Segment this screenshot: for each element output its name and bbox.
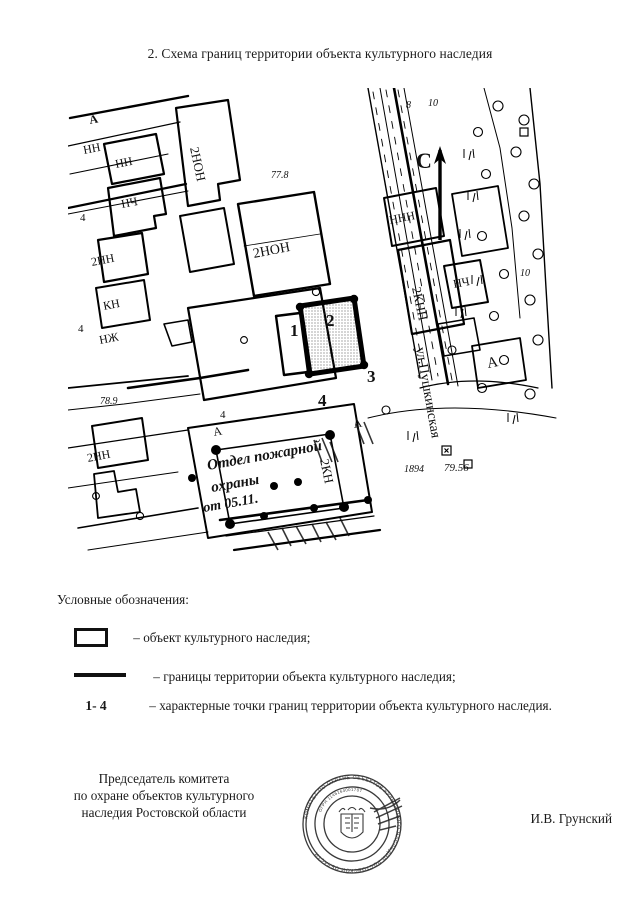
building-label-a2: А [486, 354, 500, 372]
edge-number-4a: 4 [80, 212, 86, 224]
signatory-role-line-3: наследия Ростовской области [81, 805, 247, 820]
tree-symbols [92, 100, 544, 521]
building-label-kn: КН [102, 296, 121, 313]
handwriting-line-3: от 05.11. [202, 492, 259, 516]
building-label-nj: НЖ [98, 329, 120, 346]
signatory-role-line-2: по охране объектов культурного [73, 788, 255, 803]
survey-points [188, 430, 372, 529]
elevation-79-56: 79.56 [444, 462, 469, 474]
elevation-78-9: 78.9 [100, 396, 118, 407]
point-label-2: 2 [326, 311, 335, 330]
building-label-2khn: 2КН [317, 458, 337, 485]
building-label-2hh2: 2НН [86, 447, 112, 465]
point-label-1: 1 [290, 321, 299, 340]
point-label-4: 4 [318, 391, 327, 410]
building-label-hch2: НЧ [452, 274, 471, 291]
signatory-role: Председатель комитета по охране объектов… [34, 770, 294, 821]
edge-number-4b: 4 [78, 323, 84, 335]
boundary-vertices [295, 294, 369, 379]
building-label-hh2: НН [114, 154, 134, 171]
handwriting-scribble [267, 421, 374, 551]
edge-number-4c: 4 [220, 409, 226, 421]
cadastral-map: С 1 2 3 4 77.8 78.9 79.56 1894 8 10 10 4… [68, 88, 558, 558]
building-label-hh1: НН [82, 140, 102, 157]
building-label-2khh: 2КНН [409, 286, 431, 322]
compass-north-label: С [416, 148, 432, 173]
building-label-a4: А [352, 415, 364, 430]
edge-number-10b: 10 [520, 268, 530, 279]
building-label-hhh: ННН [388, 208, 417, 227]
legend-item-heritage-object: – объект культурного наследия; [74, 628, 310, 647]
legend-item-characteristic-points: 1- 4 – характерные точки границ территор… [70, 697, 552, 714]
characteristic-points-symbol: 1- 4 [85, 697, 107, 713]
year-1894: 1894 [404, 464, 424, 475]
point-label-3: 3 [367, 367, 376, 386]
heritage-object-symbol-icon [74, 628, 108, 647]
boundary-line-symbol-icon [74, 673, 126, 678]
signatory-role-line-1: Председатель комитета [98, 771, 230, 786]
building-label-a1: А [88, 111, 100, 126]
compass-rose [434, 146, 446, 240]
legend-item-characteristic-points-label: – характерные точки границ территории об… [149, 697, 552, 713]
edge-number-8: 8 [406, 100, 411, 111]
building-label-2hoh1: 2НОН [187, 146, 209, 183]
building-label-2hh1: 2НН [90, 251, 116, 269]
signatory-name: И.В. Грунский [530, 811, 612, 826]
map-drawing: С 1 2 3 4 77.8 78.9 79.56 1894 8 10 10 4… [68, 88, 557, 552]
marker-squares [441, 127, 529, 469]
legend-heading: Условные обозначения: [57, 592, 189, 607]
building-label-a3: А [212, 423, 224, 438]
grass-symbols [407, 148, 519, 443]
page-title: 2. Схема границ территории объекта культ… [147, 46, 493, 61]
street-label-pushkinskaya: ул.Пушкинская [412, 346, 443, 440]
edge-number-10a: 10 [428, 98, 438, 109]
official-stamp-icon: КОМИТЕТ ПО ОХРАНЕ ОБЪЕКТОВ КУЛЬТУРНОГО Н… [298, 769, 407, 880]
signature-block: Председатель комитета по охране объектов… [0, 769, 640, 880]
elevation-77-8: 77.8 [271, 170, 289, 181]
legend-item-heritage-object-label: – объект культурного наследия; [133, 629, 311, 645]
legend-item-boundary-line: – границы территории объекта культурного… [74, 668, 456, 685]
building-label-hch: НЧ [120, 194, 139, 211]
legend-item-boundary-line-label: – границы территории объекта культурного… [153, 668, 456, 684]
building-label-2hoh2: 2НОН [252, 240, 292, 262]
